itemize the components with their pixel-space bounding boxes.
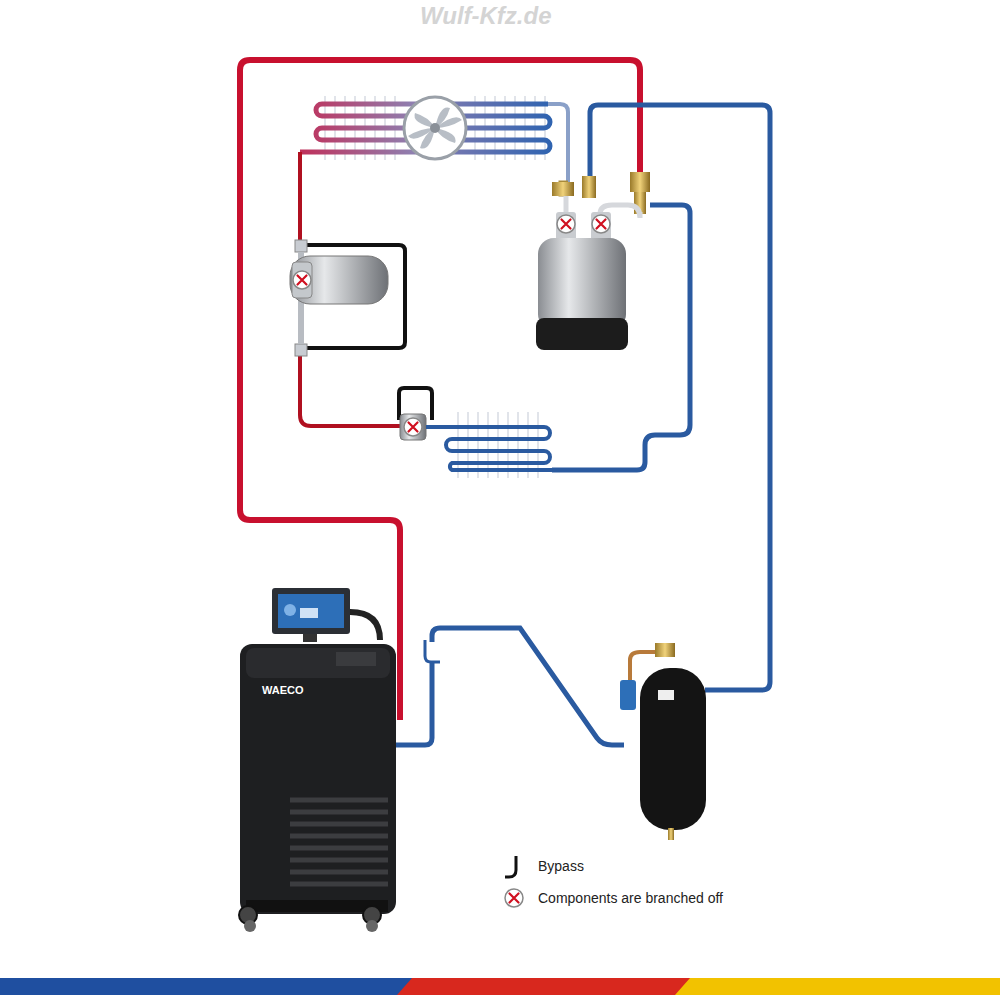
- refrigerant-cylinder: [536, 172, 650, 350]
- blue-hose: [590, 105, 770, 690]
- watermark: Wulf-Kfz.de: [420, 2, 552, 30]
- compressor: [290, 240, 388, 356]
- condenser-outlet: [548, 104, 568, 182]
- dryer-tank: [620, 643, 706, 840]
- service-machine: [239, 588, 396, 932]
- expansion-valve: [400, 414, 426, 440]
- blue-stripe: [0, 978, 432, 995]
- brand-label: WAECO: [262, 684, 304, 696]
- legend-text: Components are branched off: [538, 890, 723, 906]
- yellow-stripe: [675, 978, 1000, 995]
- bypass-legend-symbol: [505, 856, 516, 877]
- bypass-symbol: [425, 640, 440, 662]
- red-hose: [240, 60, 640, 720]
- blue-hose: [432, 628, 624, 745]
- condenser-fan: [404, 97, 466, 159]
- legend-text: Bypass: [538, 858, 584, 874]
- blue-hose: [395, 662, 432, 745]
- evaporator: [446, 427, 556, 470]
- blue-line: [426, 425, 450, 429]
- red-stripe: [397, 978, 702, 995]
- branched-off-legend-symbol: [505, 889, 523, 907]
